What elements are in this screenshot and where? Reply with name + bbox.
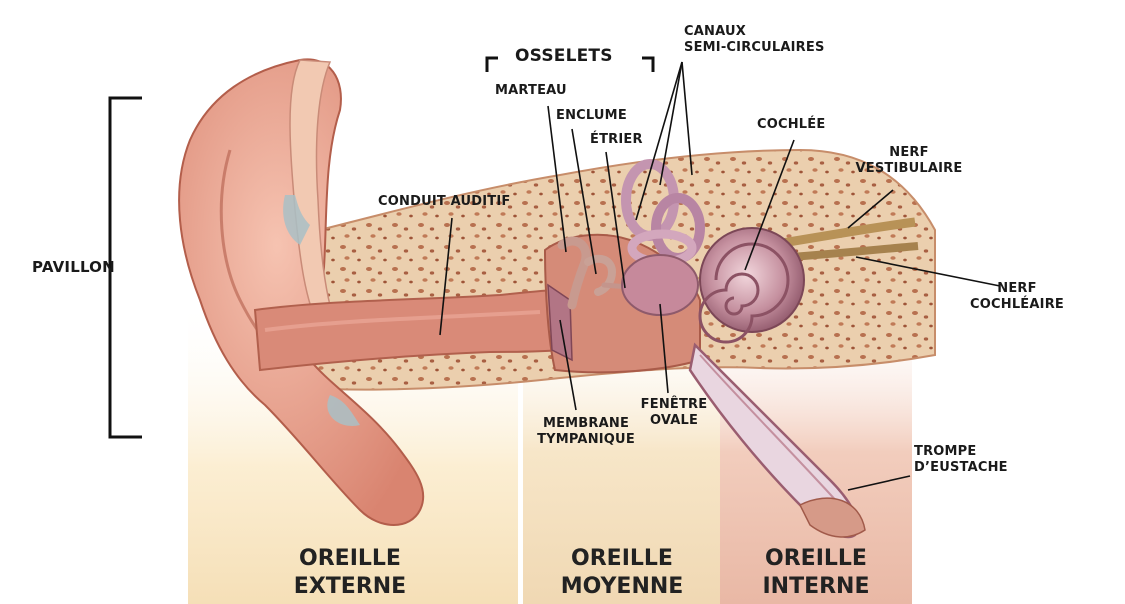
osselets-bracket-left: [487, 58, 498, 72]
label-cochlee: COCHLÉE: [757, 117, 825, 133]
label-membrane-line2: TYMPANIQUE: [528, 432, 644, 448]
label-trompe-line2: D’EUSTACHE: [914, 460, 1008, 476]
label-canaux: CANAUX SEMI-CIRCULAIRES: [684, 24, 825, 56]
label-conduit-auditif: CONDUIT AUDITIF: [378, 194, 510, 210]
label-membrane-line1: MEMBRANE: [528, 416, 644, 432]
section-externe-line1: OREILLE: [268, 545, 432, 573]
label-trompe-line1: TROMPE: [914, 444, 1008, 460]
label-fenetre-line1: FENÊTRE: [634, 397, 714, 413]
label-pavillon: PAVILLON: [32, 259, 115, 275]
label-canaux-line2: SEMI-CIRCULAIRES: [684, 40, 825, 56]
section-externe-line2: EXTERNE: [268, 573, 432, 601]
section-oreille-interne: OREILLE INTERNE: [740, 545, 892, 601]
section-oreille-externe: OREILLE EXTERNE: [268, 545, 432, 601]
label-nerf-cochleaire-line2: COCHLÉAIRE: [962, 297, 1072, 313]
label-enclume: ENCLUME: [556, 108, 627, 124]
label-nerf-vestibulaire: NERF VESTIBULAIRE: [850, 145, 968, 177]
section-interne-line2: INTERNE: [740, 573, 892, 601]
label-fenetre-line2: OVALE: [634, 413, 714, 429]
label-trompe-eustache: TROMPE D’EUSTACHE: [914, 444, 1008, 476]
label-nerf-cochleaire-line1: NERF: [962, 281, 1072, 297]
label-nerf-vestibulaire-line2: VESTIBULAIRE: [850, 161, 968, 177]
section-moyenne-line1: OREILLE: [544, 545, 700, 573]
label-nerf-cochleaire: NERF COCHLÉAIRE: [962, 281, 1072, 313]
section-oreille-moyenne: OREILLE MOYENNE: [544, 545, 700, 601]
section-moyenne-line2: MOYENNE: [544, 573, 700, 601]
osselets-bracket-right: [642, 58, 653, 72]
label-fenetre-ovale: FENÊTRE OVALE: [634, 397, 714, 429]
label-canaux-line1: CANAUX: [684, 24, 825, 40]
label-osselets: OSSELETS: [515, 48, 613, 64]
label-membrane-tympanique: MEMBRANE TYMPANIQUE: [528, 416, 644, 448]
label-marteau: MARTEAU: [495, 83, 567, 99]
label-etrier: ÉTRIER: [590, 132, 643, 148]
section-interne-line1: OREILLE: [740, 545, 892, 573]
label-nerf-vestibulaire-line1: NERF: [850, 145, 968, 161]
